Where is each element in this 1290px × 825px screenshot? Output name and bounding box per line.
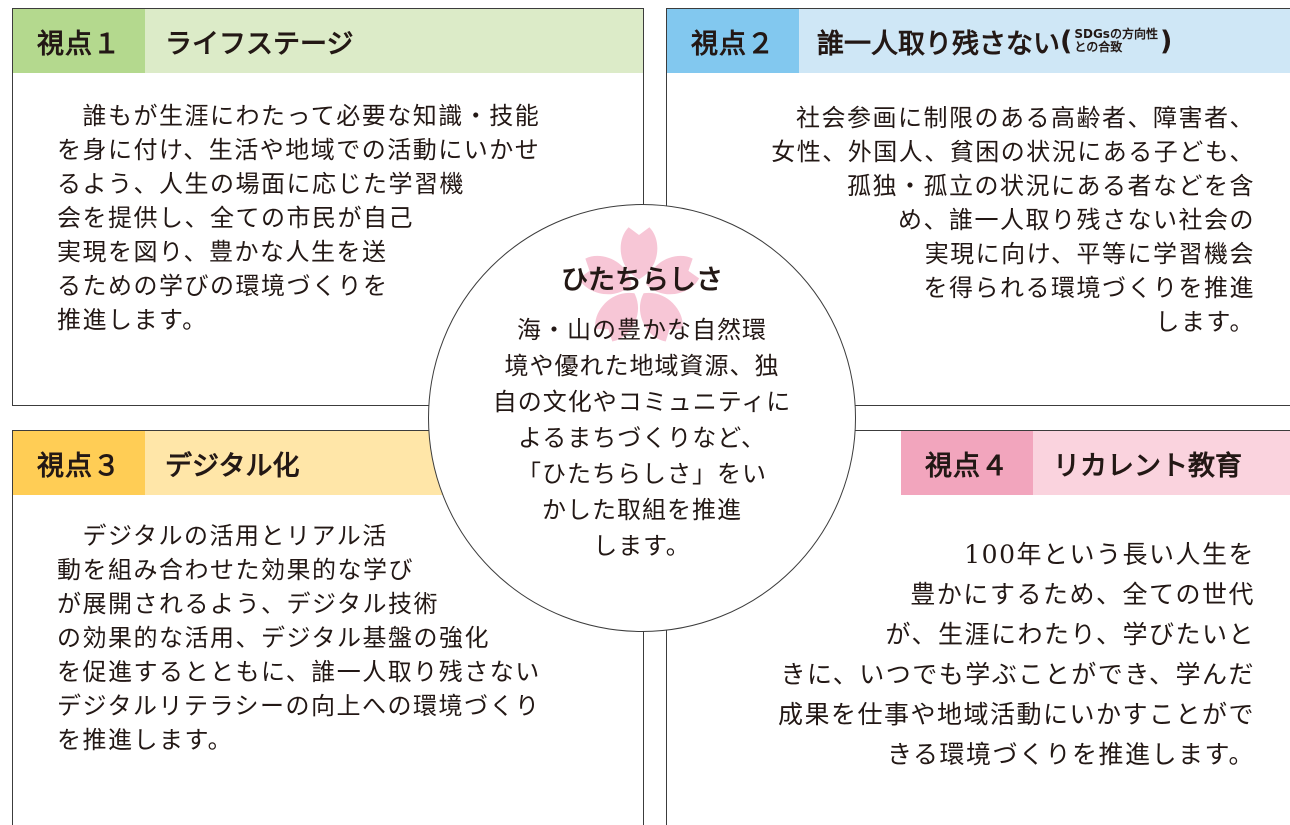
text-line: きる環境づくりを推進します。 bbox=[886, 740, 1255, 769]
text-line: 豊かにするため、全ての世代 bbox=[910, 580, 1255, 609]
perspective-1-header: 視点１ ライフステージ bbox=[13, 9, 643, 73]
text-line: よるまちづくりなど、 bbox=[517, 424, 767, 452]
paren-close: ) bbox=[1159, 25, 1173, 57]
text-line: 実現を図り、豊かな人生を送 bbox=[57, 238, 388, 266]
text-line: 推進します。 bbox=[57, 306, 208, 334]
text-line: かした取組を推進 bbox=[542, 496, 742, 524]
text-line: め、誰一人取り残さない社会の bbox=[898, 206, 1255, 234]
perspective-2-title: 誰一人取り残さない ( SDGsの方向性 との合致 ) bbox=[799, 9, 1290, 73]
perspective-4-title: リカレント教育 bbox=[1033, 431, 1290, 495]
text-line: 実現に向け、平等に学習機会 bbox=[924, 240, 1255, 268]
perspective-2-title-main: 誰一人取り残さない bbox=[817, 28, 1060, 60]
text-line: 自の文化やコミュニティに bbox=[492, 388, 792, 416]
perspective-4-text: 100年という長い人生を 豊かにするため、全ての世代 が、生涯にわたり、学びたい… bbox=[778, 535, 1255, 775]
text-line: します。 bbox=[1155, 308, 1255, 336]
text-line: を得られる環境づくりを推進 bbox=[923, 274, 1255, 302]
text-line: 女性、外国人、貧困の状況にある子ども、 bbox=[771, 138, 1255, 166]
text-line: します。 bbox=[593, 532, 691, 560]
text-line: を身に付け、生活や地域での活動にいかせ bbox=[57, 136, 541, 164]
center-text: 海・山の豊かな自然環 境や優れた地域資源、独 自の文化やコミュニティに よるまち… bbox=[428, 312, 856, 564]
text-line: 会を提供し、全ての市民が自己 bbox=[57, 204, 414, 232]
text-line: 「ひたちらしさ」をい bbox=[517, 460, 767, 488]
perspective-1-number: 視点１ bbox=[13, 9, 145, 73]
sakura-petal bbox=[595, 292, 639, 342]
perspective-2-text: 社会参画に制限のある高齢者、障害者、 女性、外国人、貧困の状況にある子ども、 孤… bbox=[771, 101, 1255, 339]
text-line: デジタルリテラシーの向上への環境づくり bbox=[57, 692, 541, 720]
text-line: 誰もが生涯にわたって必要な知識・技能 bbox=[57, 102, 541, 130]
sakura-petal bbox=[578, 255, 632, 295]
perspective-4-number: 視点４ bbox=[901, 431, 1033, 495]
paren-open: ( bbox=[1060, 25, 1073, 57]
perspective-3-text: デジタルの活用とリアル活 動を組み合わせた効果的な学び が展開されるよう、デジタ… bbox=[57, 519, 541, 757]
perspective-4-header: 視点４ リカレント教育 bbox=[901, 431, 1290, 495]
text-line: 社会参画に制限のある高齢者、障害者、 bbox=[796, 104, 1255, 132]
text-line: デジタルの活用とリアル活 bbox=[57, 522, 388, 550]
perspective-3-number: 視点３ bbox=[13, 431, 145, 495]
text-line: を推進します。 bbox=[57, 726, 234, 754]
text-line: の効果的な活用、デジタル基盤の強化 bbox=[57, 624, 491, 652]
text-line: が展開されるよう、デジタル技術 bbox=[57, 590, 440, 618]
perspective-1-panel: 視点１ ライフステージ 誰もが生涯にわたって必要な知識・技能 を身に付け、生活や… bbox=[12, 8, 644, 406]
text-line: 海・山の豊かな自然環 bbox=[517, 316, 767, 344]
perspective-1-text: 誰もが生涯にわたって必要な知識・技能 を身に付け、生活や地域での活動にいかせ る… bbox=[57, 99, 540, 337]
text-line: が、生涯にわたり、学びたいと bbox=[885, 620, 1255, 649]
center-title: ひたちらしさ bbox=[561, 265, 723, 296]
text-line: 100年という長い人生を bbox=[964, 540, 1255, 569]
sakura-petal bbox=[639, 292, 683, 342]
text-line: きに、いつでも学ぶことができ、学んだ bbox=[780, 660, 1255, 689]
perspective-2-header: 視点２ 誰一人取り残さない ( SDGsの方向性 との合致 ) bbox=[667, 9, 1290, 73]
text-line: 境や優れた地域資源、独 bbox=[504, 352, 780, 380]
sakura-petal bbox=[646, 255, 700, 295]
text-line: 孤独・孤立の状況にある者などを含 bbox=[847, 172, 1255, 200]
text-line: るよう、人生の場面に応じた学習機 bbox=[57, 170, 465, 198]
text-line: 成果を仕事や地域活動にいかすことがで bbox=[777, 700, 1255, 729]
sakura-petal bbox=[620, 227, 658, 280]
sdg-note-line-2: との合致 bbox=[1074, 40, 1123, 54]
text-line: 動を組み合わせた効果的な学び bbox=[57, 556, 414, 584]
perspective-4-panel: 視点４ リカレント教育 100年という長い人生を 豊かにするため、全ての世代 が… bbox=[666, 430, 1290, 825]
perspective-2-number: 視点２ bbox=[667, 9, 799, 73]
sdg-note: SDGsの方向性 との合致 bbox=[1074, 28, 1158, 54]
perspective-1-title: ライフステージ bbox=[145, 9, 643, 73]
sakura-icon bbox=[578, 227, 700, 342]
sdg-note-line-1: SDGsの方向性 bbox=[1074, 27, 1158, 41]
text-line: るための学びの環境づくりを bbox=[57, 272, 389, 300]
text-line: を促進するとともに、誰一人取り残さない bbox=[57, 658, 541, 686]
